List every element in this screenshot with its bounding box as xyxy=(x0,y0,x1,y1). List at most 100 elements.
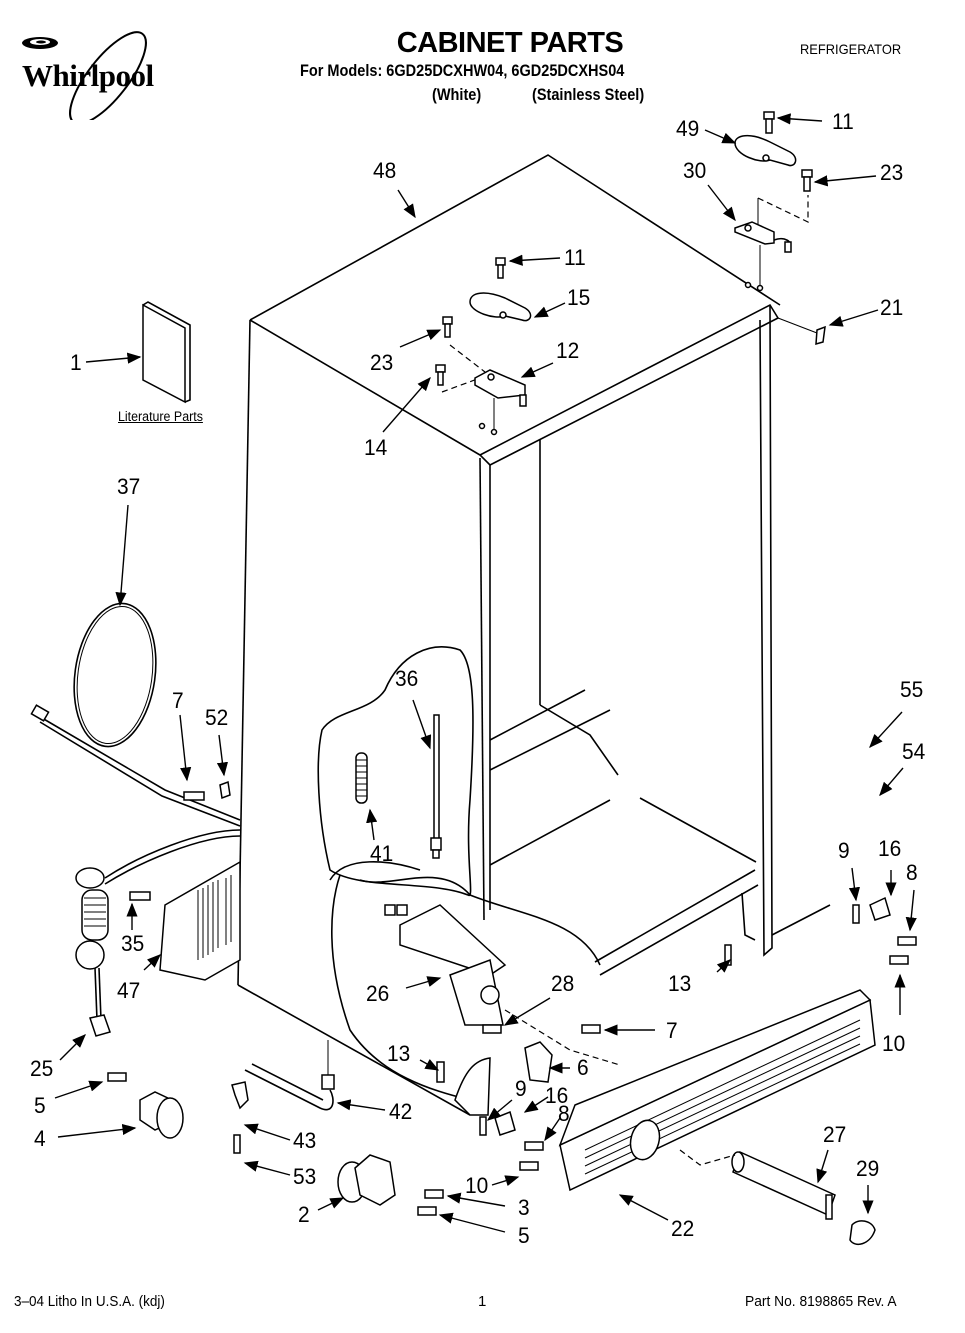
part-16-bracket-left xyxy=(494,1110,516,1136)
part-11-screw-mid xyxy=(495,257,506,279)
callout-27: 27 xyxy=(823,1122,847,1147)
part-11-screw-top xyxy=(763,111,775,134)
part-8-screw-left xyxy=(524,1141,544,1151)
literature-parts-link[interactable]: Literature Parts xyxy=(118,409,203,424)
print-info: 3–04 Litho In U.S.A. (kdj) xyxy=(14,1293,165,1310)
part-15-hinge-cover xyxy=(469,292,532,322)
callout-7: 7 xyxy=(172,688,184,713)
part-16-bracket-right xyxy=(869,896,891,921)
part-13-bracket-left xyxy=(436,1061,445,1083)
part-14-screw xyxy=(435,364,446,386)
part-47-access-cover xyxy=(159,860,241,981)
part-21-plug xyxy=(815,325,826,346)
part-4-rear-roller xyxy=(139,1091,184,1139)
part-5-screw-left xyxy=(107,1072,127,1082)
callout-49: 49 xyxy=(676,116,700,141)
page-number: 1 xyxy=(478,1293,487,1310)
callout-16: 16 xyxy=(545,1083,569,1108)
part-10-screw-left xyxy=(519,1161,539,1171)
callout-48: 48 xyxy=(373,158,397,183)
part-42-drain-tube xyxy=(244,1040,335,1111)
cabinet-shell xyxy=(237,154,831,1116)
cutaway-outline xyxy=(317,646,474,897)
part-2-front-roller xyxy=(337,1154,396,1206)
callout-9: 9 xyxy=(515,1076,527,1101)
callout-55: 55 xyxy=(900,677,924,702)
part-22-base-grille xyxy=(558,989,876,1192)
callout-10: 10 xyxy=(465,1173,489,1198)
callout-43: 43 xyxy=(293,1128,317,1153)
part-number: Part No. 8198865 Rev. A xyxy=(745,1293,897,1310)
callout-1: 1 xyxy=(70,350,82,375)
callout-12: 12 xyxy=(556,338,580,363)
callout-8: 8 xyxy=(558,1101,570,1126)
part-27-water-filter xyxy=(731,1150,836,1220)
callout-22: 22 xyxy=(671,1216,695,1241)
part-41-spring xyxy=(355,752,368,804)
part-35-screw xyxy=(129,891,151,901)
callout-9: 9 xyxy=(838,838,850,863)
part-49-hinge-cover xyxy=(734,135,797,167)
part-28-screw xyxy=(482,1024,502,1034)
callout-13: 13 xyxy=(668,971,692,996)
callout-16: 16 xyxy=(878,836,902,861)
callout-6: 6 xyxy=(577,1055,589,1080)
part-7-screw-right xyxy=(581,1024,601,1034)
part-43-clamp xyxy=(231,1081,249,1110)
whirlpool-swirl-icon xyxy=(22,31,147,120)
callout-13: 13 xyxy=(387,1041,411,1066)
whirlpool-logo: Whirlpool xyxy=(10,30,190,120)
part-26-water-valve xyxy=(384,904,507,1026)
callout-30: 30 xyxy=(683,158,707,183)
part-36-heater-rod xyxy=(430,714,442,859)
callout-8: 8 xyxy=(906,860,918,885)
callout-53: 53 xyxy=(293,1164,317,1189)
part-8-screw-right xyxy=(897,936,917,946)
callout-11: 11 xyxy=(832,109,854,134)
part-6-bracket xyxy=(524,1041,553,1083)
part-23-screw-top xyxy=(801,169,813,192)
part-12-hinge xyxy=(474,369,527,407)
part-29-filter-cap xyxy=(849,1220,876,1246)
part-30-hinge xyxy=(734,221,792,253)
part-9-shim-left xyxy=(479,1116,487,1136)
callout-5: 5 xyxy=(518,1223,530,1248)
leader-arrows xyxy=(54,113,917,1233)
part-25-power-cord xyxy=(75,829,241,1037)
callout-35: 35 xyxy=(121,931,145,956)
callout-2: 2 xyxy=(298,1202,310,1227)
part-3-screw xyxy=(424,1189,444,1199)
callout-54: 54 xyxy=(902,739,926,764)
callout-42: 42 xyxy=(389,1099,413,1124)
callout-15: 15 xyxy=(567,285,591,310)
variant-white-label: (White) xyxy=(432,86,482,104)
callout-4: 4 xyxy=(34,1126,46,1151)
callout-52: 52 xyxy=(205,705,229,730)
callout-36: 36 xyxy=(395,666,419,691)
part-53-screw xyxy=(233,1134,241,1154)
callout-47: 47 xyxy=(117,978,141,1003)
callout-41: 41 xyxy=(370,841,394,866)
callout-5: 5 xyxy=(34,1093,46,1118)
callout-11: 11 xyxy=(564,245,586,270)
callout-3: 3 xyxy=(518,1195,530,1220)
callout-7: 7 xyxy=(666,1018,678,1043)
callout-10: 10 xyxy=(882,1031,906,1056)
brand-name: Whirlpool xyxy=(22,58,154,93)
callout-25: 25 xyxy=(30,1056,54,1081)
callout-26: 26 xyxy=(366,981,390,1006)
callout-28: 28 xyxy=(551,971,575,996)
front-support xyxy=(454,1057,491,1116)
appliance-type: REFRIGERATOR xyxy=(800,41,902,57)
callout-37: 37 xyxy=(117,474,141,499)
callout-23: 23 xyxy=(880,160,904,185)
part-5-screw-right xyxy=(417,1206,437,1216)
model-numbers: For Models: 6GD25DCXHW04, 6GD25DCXHS04 xyxy=(300,62,625,80)
page-title: CABINET PARTS xyxy=(396,27,624,59)
callout-21: 21 xyxy=(880,295,904,320)
part-52-clip xyxy=(219,780,231,800)
variant-stainless-label: (Stainless Steel) xyxy=(532,86,645,104)
callout-14: 14 xyxy=(364,435,388,460)
part-1-literature xyxy=(142,301,191,404)
